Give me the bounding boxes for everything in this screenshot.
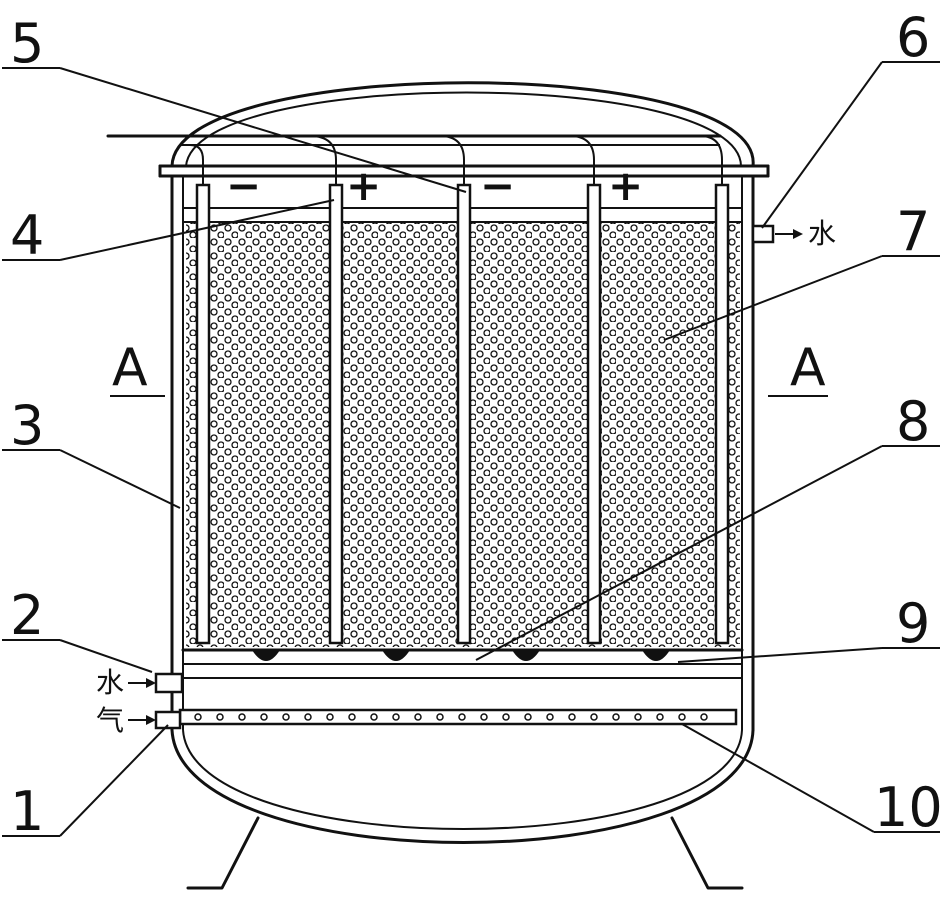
distributor-hole — [392, 713, 400, 721]
electrode-2 — [328, 183, 344, 645]
electrode-5 — [714, 183, 730, 645]
distributor-holes — [194, 713, 708, 721]
water-inlet-label: 水 — [96, 666, 124, 699]
bottom-dome — [170, 728, 755, 844]
callout-10: 10 — [874, 776, 941, 839]
svg-text:A: A — [112, 338, 148, 398]
callout-5: 5 — [10, 12, 44, 75]
distributor-hole — [260, 713, 268, 721]
right-leg — [670, 816, 744, 890]
distributor-hole — [678, 713, 686, 721]
callout-1: 1 — [10, 780, 44, 843]
distributor-hole — [414, 713, 422, 721]
electrode-4 — [586, 183, 602, 645]
distributor-hole — [194, 713, 202, 721]
wiring — [106, 134, 723, 185]
polarity-sign: − — [480, 161, 515, 210]
distributor-cap — [642, 650, 670, 661]
nozzles — [154, 224, 775, 730]
callout-3: 3 — [10, 394, 44, 457]
section-marker-left: A — [110, 338, 165, 398]
distributor-hole — [436, 713, 444, 721]
distributor-cap — [252, 650, 280, 661]
electrode-3 — [456, 183, 472, 645]
distributor-hole — [370, 713, 378, 721]
callout-2: 2 — [10, 584, 44, 647]
svg-text:A: A — [790, 338, 826, 398]
distributor-hole — [502, 713, 510, 721]
distributor-hole — [238, 713, 246, 721]
callout-8: 8 — [896, 390, 930, 453]
distributor-hole — [304, 713, 312, 721]
distributor-hole — [524, 713, 532, 721]
distributor-hole — [700, 713, 708, 721]
top-dome-inner — [185, 91, 742, 167]
distributor-hole — [480, 713, 488, 721]
callout-6: 6 — [896, 6, 930, 69]
distributor-hole — [326, 713, 334, 721]
water-inlet-nozzle — [154, 672, 184, 694]
distributor-hole — [590, 713, 598, 721]
distributor-hole — [634, 713, 642, 721]
distributor-cap — [382, 650, 410, 661]
left-leg — [186, 816, 260, 890]
water-outlet-label: 水 — [808, 217, 836, 250]
callout-4: 4 — [10, 204, 44, 267]
electrode-1 — [195, 183, 211, 645]
gas-distributor — [178, 708, 738, 726]
support-legs — [186, 816, 744, 890]
support-plate — [181, 648, 744, 679]
callout-leaders — [2, 61, 940, 837]
distributor-hole — [612, 713, 620, 721]
distributor-hole — [568, 713, 576, 721]
top-dome — [170, 81, 755, 168]
distributor-hole — [546, 713, 554, 721]
gas-inlet-label: 气 — [96, 704, 124, 737]
distributor-hole — [282, 713, 290, 721]
distributor-hole — [348, 713, 356, 721]
distributor-hole — [656, 713, 664, 721]
distributor-hole — [216, 713, 224, 721]
bottom-dome-inner — [182, 729, 743, 830]
section-marker-right: A — [768, 338, 828, 398]
callout-7: 7 — [896, 200, 930, 263]
polarity-sign: + — [608, 161, 643, 210]
water-outlet-nozzle — [751, 224, 775, 244]
polarity-sign: − — [226, 161, 261, 210]
callout-9: 9 — [896, 592, 930, 655]
polarity-sign: + — [346, 161, 381, 210]
distributor-cap — [512, 650, 540, 661]
distributor-hole — [458, 713, 466, 721]
flow-arrows — [128, 229, 803, 725]
